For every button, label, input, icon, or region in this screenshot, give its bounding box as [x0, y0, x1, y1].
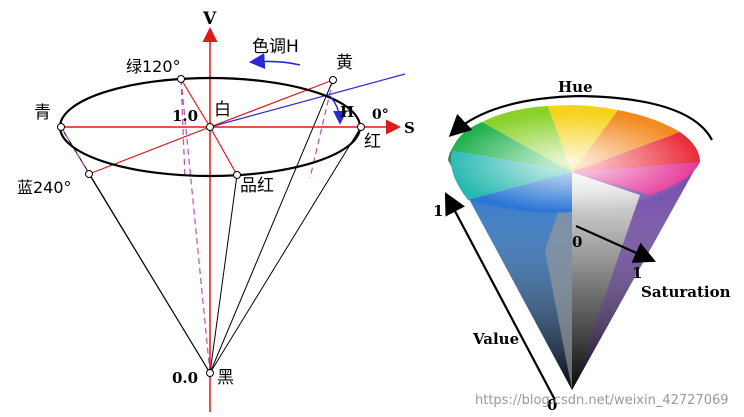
yellow-label: 黄: [336, 53, 353, 73]
center-zero: 0: [572, 233, 582, 251]
bottom-zero: 0: [547, 396, 557, 414]
black-value-label: 0.0: [172, 369, 198, 387]
white-value-label: 1.0: [172, 107, 198, 125]
hue-curved-arrow: [448, 94, 713, 141]
hue-text: Hue: [558, 78, 593, 96]
red-label: 红: [364, 132, 381, 152]
black-label: 黑: [217, 368, 234, 388]
hue-label: 色调H: [252, 37, 299, 57]
value-top-one: 1: [433, 202, 443, 220]
magenta-label: 品红: [240, 176, 274, 196]
hue-angle-label: H: [340, 103, 354, 121]
value-text: Value: [472, 330, 519, 348]
white-label: 白: [214, 100, 231, 120]
right-hsv-cone: Hue Saturation Value 1 0 1 0 https://blo…: [433, 78, 731, 414]
saturation-text: Saturation: [641, 283, 731, 301]
cone-edges: [60, 79, 362, 374]
hue-direction-line: [209, 73, 406, 128]
red-angle-label: 0°: [372, 107, 389, 123]
left-hsv-cone: V S 色调H H 绿120° 黄 青 1.0 白 0° 红 蓝240° 品红 …: [17, 9, 415, 412]
vertex-markers: [57, 75, 365, 377]
cone-left-face-shade: [448, 160, 572, 390]
v-axis-label: V: [202, 9, 217, 29]
inner-gray-slice-left: [545, 172, 572, 390]
hue-arrow: [248, 53, 301, 70]
green-label: 绿120°: [126, 57, 181, 76]
value-arrow: [444, 192, 556, 401]
h-angle-arc: [329, 95, 347, 125]
s-axis-label: S: [404, 119, 415, 137]
cyan-label: 青: [34, 103, 51, 123]
saturation-arrow: [575, 224, 657, 263]
watermark: https://blog.csdn.net/weixin_42727069: [475, 393, 729, 408]
saturation-one: 1: [632, 264, 642, 282]
blue-label: 蓝240°: [17, 178, 72, 197]
hue-spokes: [88, 78, 334, 176]
inner-gray-slice: [572, 172, 640, 390]
hue-disc: [446, 105, 700, 213]
